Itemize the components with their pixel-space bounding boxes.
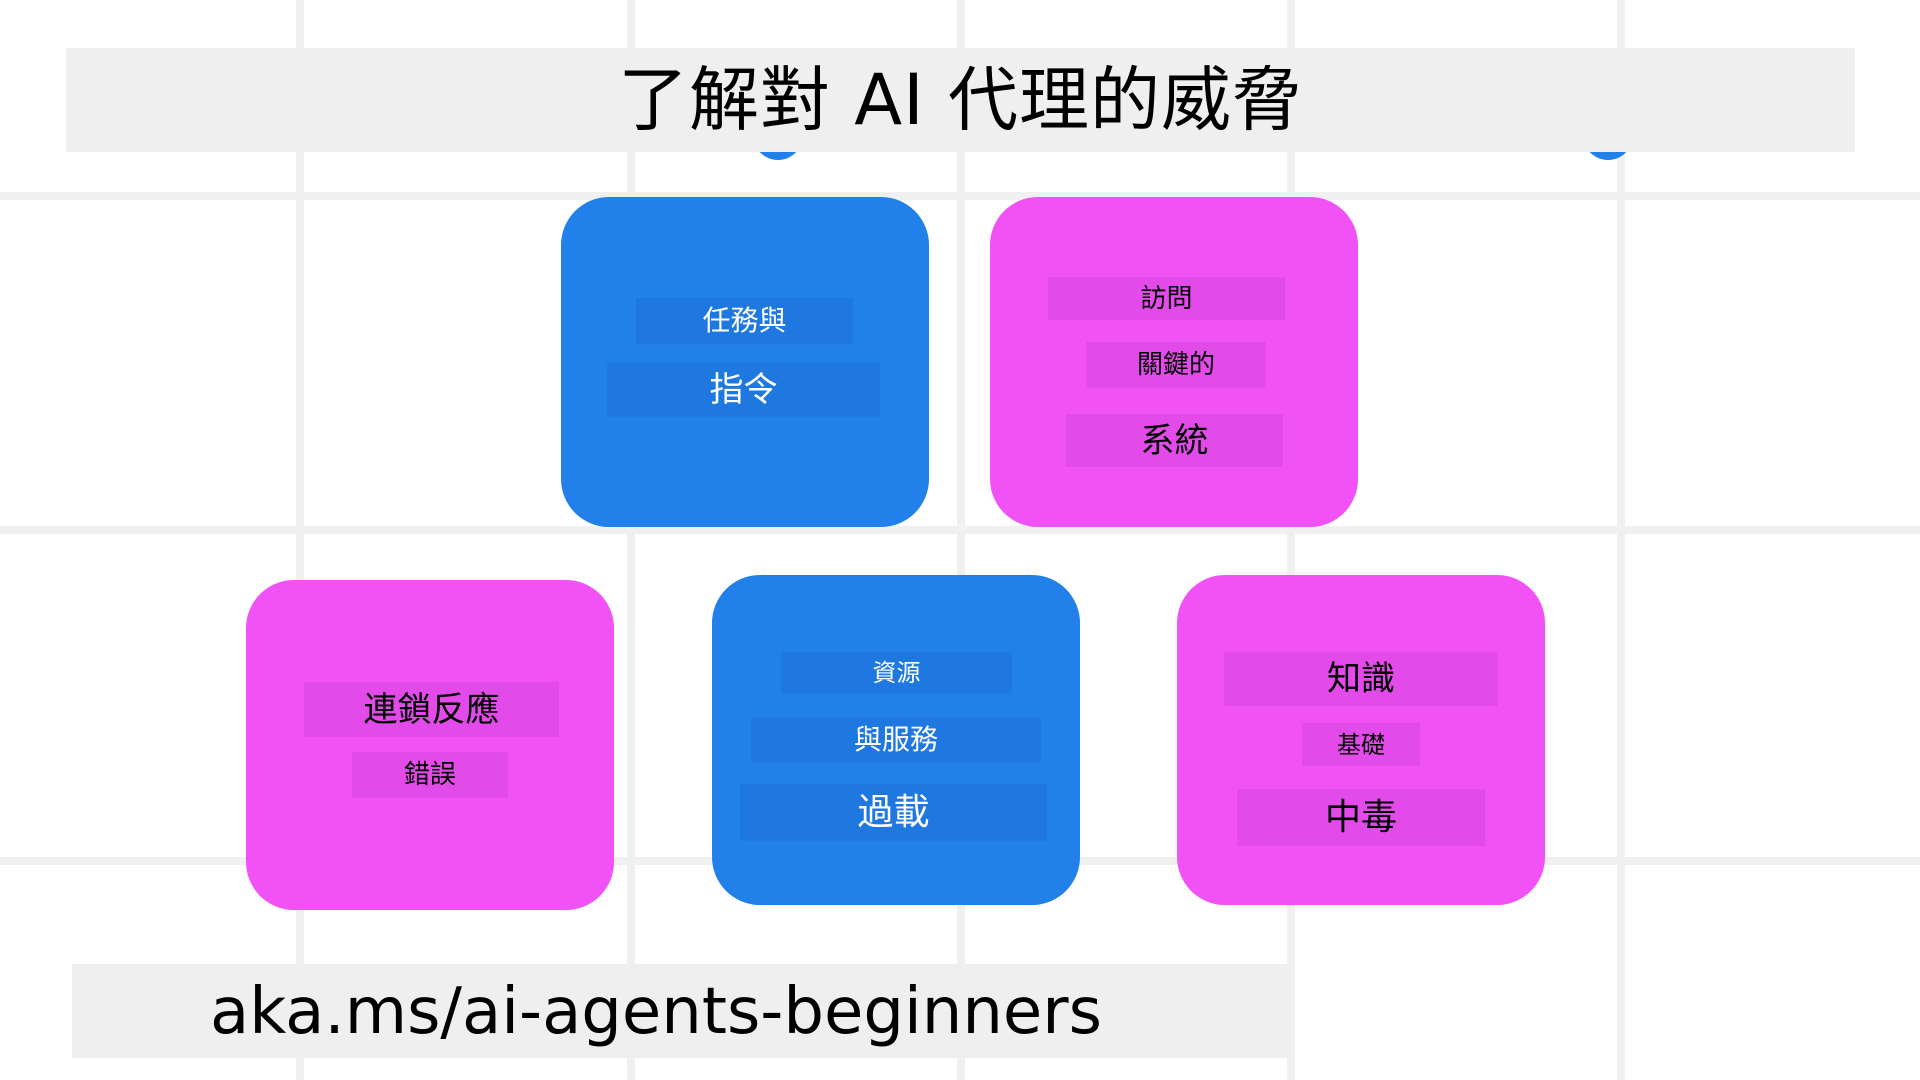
card-label: 中毒 — [1237, 789, 1485, 846]
grid-line-horizontal — [0, 192, 1920, 200]
card-label: 與服務 — [751, 717, 1041, 763]
grid-line-vertical — [957, 0, 965, 1080]
threat-card-resource-overload: 資源 與服務 過載 — [712, 575, 1080, 905]
card-label: 資源 — [781, 652, 1012, 693]
grid-line-vertical — [1287, 0, 1295, 1080]
card-label: 基礎 — [1302, 723, 1420, 766]
threat-card-knowledge-poisoning: 知識 基礎 中毒 — [1177, 575, 1545, 905]
card-label: 指令 — [607, 363, 880, 417]
title-bar: 了解對 AI 代理的威脅 — [66, 48, 1855, 152]
grid-line-vertical — [627, 0, 635, 1080]
threat-card-cascading-errors: 連鎖反應 錯誤 — [246, 580, 614, 910]
course-link[interactable]: aka.ms/ai-agents-beginners — [210, 975, 1102, 1049]
card-label: 訪問 — [1048, 277, 1285, 320]
footer-bar — [72, 964, 1290, 1058]
grid-line-horizontal — [0, 526, 1920, 534]
card-label: 系統 — [1066, 414, 1283, 467]
grid-line-vertical — [296, 0, 304, 1080]
threat-card-critical-systems: 訪問 關鍵的 系統 — [990, 197, 1358, 527]
card-label: 知識 — [1224, 652, 1498, 706]
card-label: 連鎖反應 — [304, 682, 559, 737]
card-label: 關鍵的 — [1086, 342, 1266, 388]
grid-line-vertical — [1617, 0, 1625, 1080]
page-title: 了解對 AI 代理的威脅 — [617, 59, 1304, 141]
card-label: 任務與 — [636, 298, 853, 344]
threat-card-task-instruction: 任務與 指令 — [561, 197, 929, 527]
card-label: 錯誤 — [352, 752, 508, 798]
card-label: 過載 — [740, 784, 1047, 841]
